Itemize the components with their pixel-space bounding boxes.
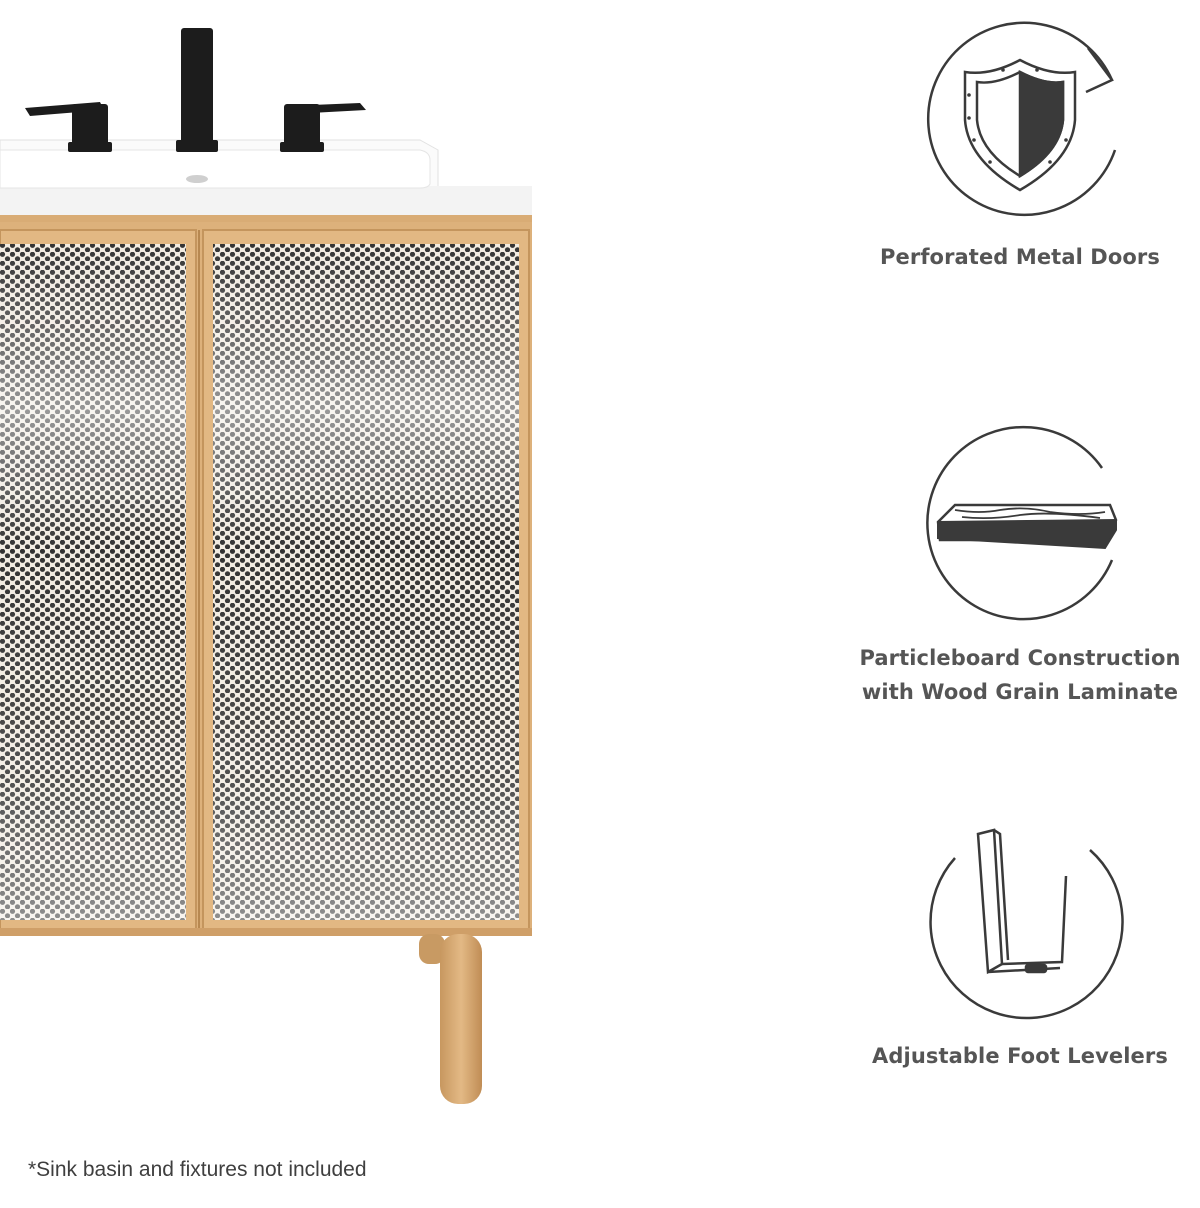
foot-leveler-icon bbox=[929, 828, 1124, 1020]
vanity-product-image bbox=[0, 28, 532, 1104]
sink-countertop bbox=[0, 139, 532, 219]
shield-icon bbox=[927, 21, 1117, 217]
feature-label-line: Adjustable Foot Levelers bbox=[872, 1044, 1168, 1068]
feature-label-line: Particleboard Construction bbox=[859, 646, 1181, 670]
cabinet-legs bbox=[419, 934, 482, 1104]
cabinet-body bbox=[0, 215, 532, 936]
disclaimer-note: *Sink basin and fixtures not included bbox=[28, 1158, 367, 1181]
feature-label-line: Perforated Metal Doors bbox=[880, 245, 1160, 269]
feature-label-foot-levelers: Adjustable Foot Levelers bbox=[840, 1039, 1200, 1073]
laminate-board-icon bbox=[926, 425, 1118, 621]
feature-label-line: with Wood Grain Laminate bbox=[861, 680, 1179, 704]
feature-label-particleboard: Particleboard Construction with Wood Gra… bbox=[840, 641, 1200, 709]
faucet bbox=[25, 28, 366, 152]
feature-label-perforated-doors: Perforated Metal Doors bbox=[840, 240, 1200, 274]
